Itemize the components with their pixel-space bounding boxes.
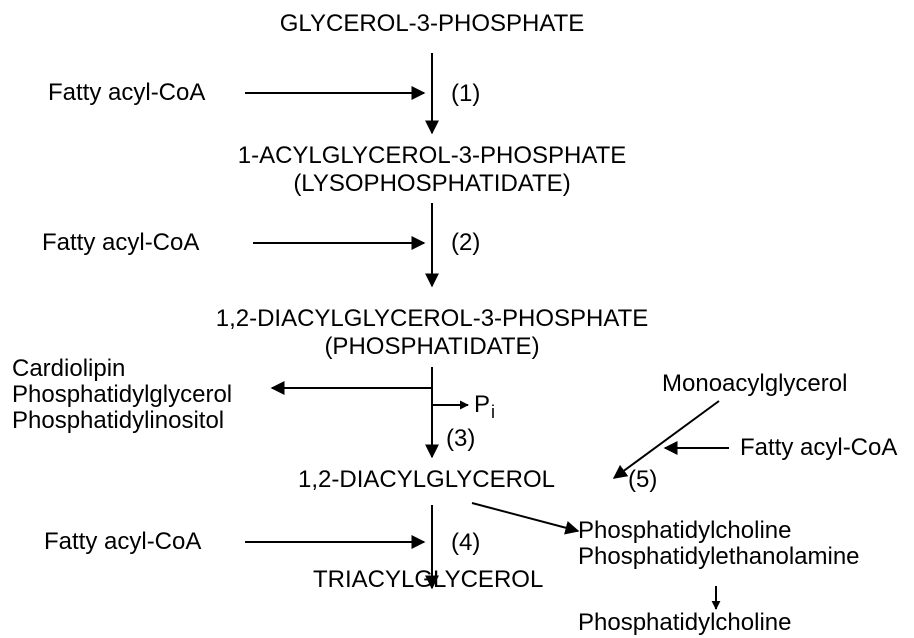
phosphatidylinositol-label: Phosphatidylinositol <box>12 407 225 434</box>
phosphatidylethanolamine-label: Phosphatidylethanolamine <box>578 543 860 570</box>
monoacylglycerol-label: Monoacylglycerol <box>662 370 848 397</box>
fatty-acyl-coa-2-label: Fatty acyl-CoA <box>42 229 200 256</box>
phosphatidylcholine-final-label: Phosphatidylcholine <box>578 609 792 636</box>
step-3-label: (3) <box>446 425 476 452</box>
inorganic-phosphate-label: Pi <box>474 391 495 426</box>
phosphatidylcholine-label: Phosphatidylcholine <box>578 517 792 544</box>
phosphatidylglycerol-label: Phosphatidylglycerol <box>12 381 233 408</box>
diacylglycerol-3-phosphate-label: 1,2-DIACYLGLYCEROL-3-PHOSPHATE <box>215 305 649 332</box>
phosphatidate-label: (PHOSPHATIDATE) <box>324 333 540 360</box>
step-5-label: (5) <box>628 466 658 493</box>
arrow-monoacylglycerol <box>612 400 720 479</box>
pi-subscript: i <box>491 402 496 422</box>
step-1-label: (1) <box>451 80 481 107</box>
glycerol-3-phosphate-label: GLYCEROL-3-PHOSPHATE <box>279 10 585 37</box>
fatty-acyl-coa-4-label: Fatty acyl-CoA <box>44 528 202 555</box>
triacylglycerol-label: TRIACYLGLYCEROL <box>313 566 544 593</box>
fatty-acyl-coa-1-label: Fatty acyl-CoA <box>48 79 206 106</box>
pi-main: P <box>474 391 491 418</box>
step-4-label: (4) <box>451 529 481 556</box>
acylglycerol-3-phosphate-label: 1-ACYLGLYCEROL-3-PHOSPHATE <box>237 142 627 169</box>
step-2-label: (2) <box>451 229 481 256</box>
fatty-acyl-coa-5-label: Fatty acyl-CoA <box>740 434 898 461</box>
diacylglycerol-label: 1,2-DIACYLGLYCEROL <box>298 466 555 493</box>
cardiolipin-label: Cardiolipin <box>12 355 126 382</box>
arrow-to-phosphatidylcholine <box>471 502 580 535</box>
lysophosphatidate-label: (LYSOPHOSPHATIDATE) <box>293 170 571 197</box>
